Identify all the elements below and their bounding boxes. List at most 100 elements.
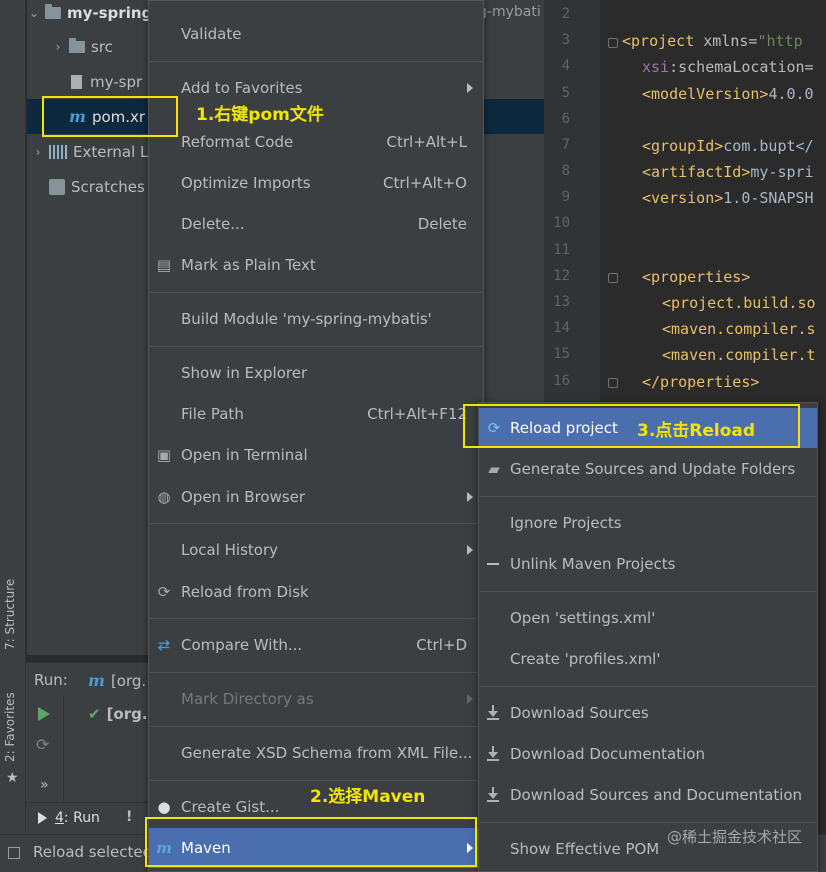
line-number: 14 bbox=[553, 320, 570, 336]
download-icon bbox=[485, 787, 501, 803]
menu-item-download-sources-and-docs[interactable]: Download Sources and Documentation bbox=[479, 775, 817, 815]
run-tool-button[interactable]: 4: Run bbox=[38, 810, 100, 826]
folder-gear-icon: ▰ bbox=[488, 460, 500, 478]
tree-item-label: Scratches bbox=[71, 177, 145, 196]
check-icon: ✔ bbox=[88, 705, 101, 723]
code-line: <artifactId>my-spri bbox=[642, 163, 814, 181]
line-number: 13 bbox=[553, 294, 570, 310]
menu-item-open-in-browser[interactable]: ◍Open in Browser bbox=[149, 477, 483, 517]
maven-icon: m bbox=[88, 671, 105, 690]
menu-item-generate-xsd[interactable]: Generate XSD Schema from XML File... bbox=[181, 744, 473, 762]
menu-item-open-in-terminal[interactable]: ▣Open in Terminal bbox=[156, 446, 308, 464]
annotation-box-reload bbox=[463, 404, 800, 448]
menu-item-ignore-projects[interactable]: Ignore Projects bbox=[510, 514, 622, 532]
maven-icon: m bbox=[156, 839, 172, 857]
bottom-tool-bar: 4: Run ! bbox=[26, 802, 150, 834]
menu-item-compare-with[interactable]: ⇄Compare With...Ctrl+D bbox=[149, 625, 483, 665]
scratches-icon bbox=[49, 178, 65, 195]
menu-item-download-sources[interactable]: Download Sources bbox=[479, 693, 817, 733]
annotation-step-2: 2.选择Maven bbox=[310, 787, 426, 807]
tree-item-scratches[interactable]: Scratches bbox=[27, 169, 544, 204]
tree-item-label: src bbox=[91, 37, 113, 56]
line-number: 16 bbox=[553, 373, 570, 389]
problems-icon[interactable]: ! bbox=[126, 809, 133, 825]
download-icon bbox=[485, 705, 501, 721]
run-toolbar: ⟳ » bbox=[26, 695, 64, 803]
annotation-box-maven bbox=[145, 817, 477, 867]
tree-item-label: External Li bbox=[73, 142, 153, 161]
maven-submenu: ⟳Reload project ▰Generate Sources and Up… bbox=[478, 402, 818, 872]
editor-tab-label: g-mybati bbox=[478, 4, 541, 20]
compare-icon: ⇄ bbox=[157, 636, 171, 654]
watermark: @稀土掘金技术社区 bbox=[666, 828, 802, 846]
submenu-arrow-icon bbox=[467, 83, 473, 93]
line-number: 11 bbox=[553, 242, 570, 258]
menu-item-unlink-maven-projects[interactable]: Unlink Maven Projects bbox=[479, 544, 817, 584]
run-tab[interactable]: m[org. bbox=[88, 671, 147, 690]
line-number: 6 bbox=[561, 111, 570, 127]
status-toggle-icon[interactable] bbox=[8, 847, 20, 859]
menu-item-generate-sources[interactable]: ▰Generate Sources and Update Folders bbox=[479, 449, 817, 489]
file-icon bbox=[71, 74, 82, 89]
menu-item-download-documentation[interactable]: Download Documentation bbox=[479, 734, 817, 774]
download-icon bbox=[485, 746, 501, 762]
terminal-icon: ▣ bbox=[156, 446, 172, 464]
reload-icon: ⟳ bbox=[487, 419, 501, 437]
minus-icon bbox=[487, 563, 499, 565]
submenu-arrow-icon bbox=[467, 545, 473, 555]
left-tool-stripe: 7: Structure 2: Favorites ★ bbox=[0, 0, 26, 872]
menu-item-create-gist[interactable]: ●Create Gist... bbox=[149, 787, 483, 827]
menu-item-validate[interactable]: Validate bbox=[181, 25, 242, 43]
star-icon[interactable]: ★ bbox=[6, 770, 19, 786]
tree-item-iml[interactable]: my-spr bbox=[27, 64, 544, 99]
tree-item-external-libraries[interactable]: › External Li bbox=[27, 134, 544, 169]
structure-tool-button[interactable]: 7: Structure bbox=[3, 578, 17, 650]
more-icon[interactable]: » bbox=[40, 777, 49, 793]
reload-icon: ⟳ bbox=[157, 583, 171, 601]
annotation-step-3: 3.点击Reload bbox=[637, 421, 756, 441]
tree-item-root[interactable]: ⌄ my-spring bbox=[27, 0, 544, 30]
play-icon[interactable] bbox=[38, 707, 50, 721]
line-number: 7 bbox=[561, 137, 570, 153]
menu-item-open-settings-xml[interactable]: Open 'settings.xml' bbox=[510, 609, 656, 627]
folder-icon bbox=[45, 3, 61, 19]
menu-item-mark-plain-text[interactable]: ▤Mark as Plain Text bbox=[156, 256, 316, 274]
line-number: 3 bbox=[561, 32, 570, 48]
code-line: <modelVersion>4.0.0 bbox=[642, 85, 814, 103]
run-icon bbox=[38, 812, 47, 824]
fold-marker-icon[interactable] bbox=[608, 38, 618, 48]
code-line: xsi:schemaLocation= bbox=[642, 58, 814, 76]
library-icon bbox=[49, 144, 67, 159]
menu-item-build-module[interactable]: Build Module 'my-spring-mybatis' bbox=[181, 310, 432, 328]
chevron-right-icon[interactable]: › bbox=[35, 144, 41, 159]
run-result-item[interactable]: ✔[org. bbox=[88, 705, 148, 723]
annotation-box-pom bbox=[42, 96, 178, 137]
menu-item-delete[interactable]: Delete...Delete bbox=[181, 215, 467, 233]
menu-item-reload-from-disk[interactable]: ⟳Reload from Disk bbox=[149, 572, 483, 612]
favorites-tool-button[interactable]: 2: Favorites bbox=[3, 692, 17, 762]
rerun-icon[interactable]: ⟳ bbox=[36, 735, 50, 754]
menu-item-show-in-explorer[interactable]: Show in Explorer bbox=[181, 364, 308, 382]
globe-icon: ◍ bbox=[157, 488, 171, 506]
menu-item-reload-project[interactable]: ⟳Reload project bbox=[479, 408, 817, 448]
menu-item-create-profiles-xml[interactable]: Create 'profiles.xml' bbox=[510, 650, 661, 668]
menu-item-add-to-favorites[interactable]: Add to Favorites bbox=[149, 68, 483, 108]
run-panel: Run: m[org. ⟳ » ✔[org. bbox=[26, 662, 150, 803]
fold-marker-icon[interactable] bbox=[608, 378, 618, 388]
fold-marker-icon[interactable] bbox=[608, 273, 618, 283]
tree-item-label: my-spr bbox=[90, 72, 143, 91]
line-number: 8 bbox=[561, 163, 570, 179]
submenu-arrow-icon bbox=[467, 843, 473, 853]
code-line: <project.build.so bbox=[662, 294, 816, 312]
code-line: <groupId>com.bupt</ bbox=[642, 137, 814, 155]
menu-item-show-effective-pom[interactable]: Show Effective POM bbox=[510, 840, 660, 858]
chevron-right-icon[interactable]: › bbox=[55, 39, 61, 54]
tree-item-src[interactable]: › src bbox=[27, 29, 544, 64]
run-label: Run: bbox=[34, 671, 68, 689]
chevron-down-icon[interactable]: ⌄ bbox=[28, 5, 40, 20]
menu-item-local-history[interactable]: Local History bbox=[149, 530, 483, 570]
